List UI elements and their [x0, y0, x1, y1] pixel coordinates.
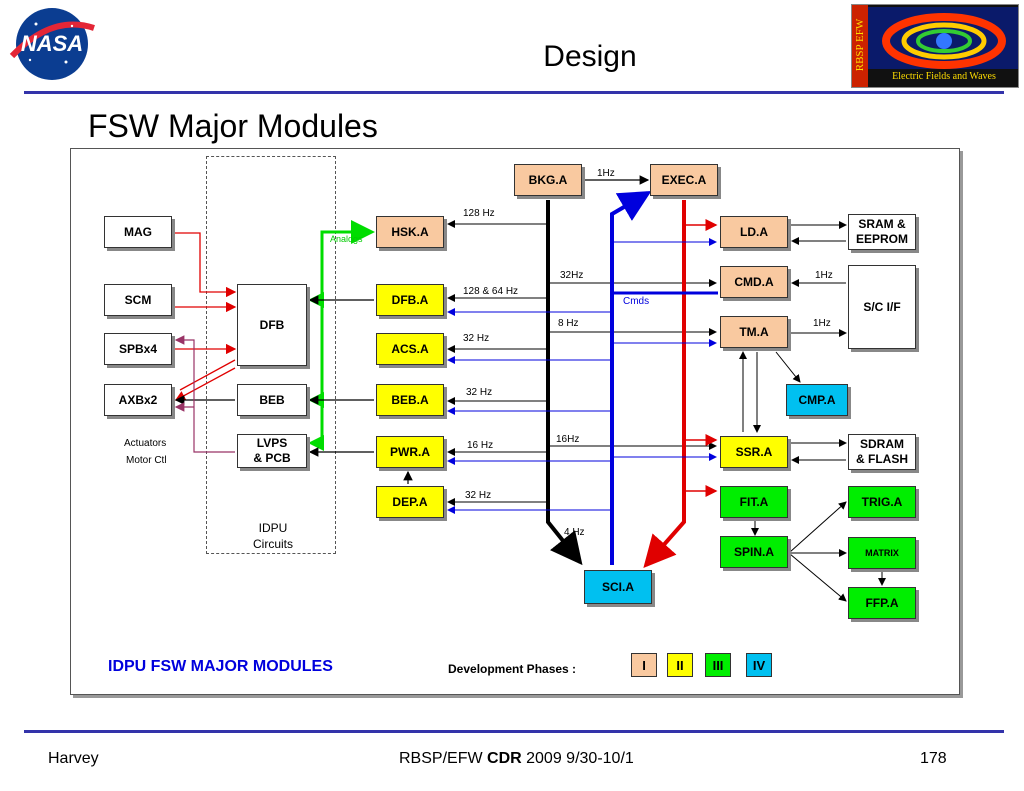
- sci-a-box: SCI.A: [584, 570, 652, 604]
- rate-label-dfb: 128 & 64 Hz: [463, 286, 519, 297]
- footer-center: RBSP/EFW CDR 2009 9/30-10/1: [399, 750, 634, 768]
- dfb-a-box: DFB.A: [376, 284, 444, 316]
- idpu-circuits-label: IDPU Circuits: [252, 521, 293, 551]
- footer-divider: [24, 730, 1004, 733]
- rate-label-tm-scif: 1Hz: [813, 318, 831, 329]
- rate-label-dep: 32 Hz: [465, 490, 492, 501]
- pwr-a-box: PWR.A: [376, 436, 444, 468]
- spb-box: SPBx4: [104, 333, 172, 365]
- rbsp-logo-graphic: [852, 5, 1018, 87]
- page-title: Design: [543, 40, 637, 73]
- axb-box: AXBx2: [104, 384, 172, 416]
- exec-a-box: EXEC.A: [650, 164, 718, 196]
- phase-i-badge: I: [631, 653, 657, 677]
- ffp-a-box: FFP.A: [848, 587, 916, 619]
- phase-iii-badge: III: [705, 653, 731, 677]
- diagram-heading: IDPU FSW MAJOR MODULES: [108, 658, 333, 675]
- sc-if-box: S/C I/F: [848, 265, 916, 349]
- rbsp-efw-logo: RBSP EFW Electric Fields and Waves: [851, 4, 1019, 88]
- hsk-a-box: HSK.A: [376, 216, 444, 248]
- nasa-logo-text: NASA: [20, 31, 84, 56]
- dep-a-box: DEP.A: [376, 486, 444, 518]
- nasa-logo: NASA: [6, 4, 98, 84]
- ld-a-box: LD.A: [720, 216, 788, 248]
- tm-a-box: TM.A: [720, 316, 788, 348]
- rate-label-ssr: 16Hz: [556, 434, 580, 445]
- nasa-logo-graphic: [9, 8, 95, 80]
- rate-label-hsk: 128 Hz: [463, 208, 495, 219]
- development-phases-label: Development Phases :: [448, 662, 577, 676]
- scm-box: SCM: [104, 284, 172, 316]
- acs-a-box: ACS.A: [376, 333, 444, 365]
- cmds-label: Cmds: [623, 296, 650, 307]
- footer-author: Harvey: [48, 750, 99, 767]
- motor-ctl-label: Motor Ctl: [126, 455, 167, 466]
- footer-center-pre: RBSP/EFW: [399, 750, 488, 767]
- sram-eeprom-box: SRAM & EEPROM: [848, 214, 916, 250]
- rate-label-bkg-exec: 1Hz: [597, 168, 615, 179]
- lvps-pcb-box: LVPS & PCB: [237, 434, 307, 468]
- spin-a-box: SPIN.A: [720, 536, 788, 568]
- trig-a-box: TRIG.A: [848, 486, 916, 518]
- sdram-flash-box: SDRAM & FLASH: [848, 434, 916, 470]
- mag-box: MAG: [104, 216, 172, 248]
- rate-label-sci: 4 Hz: [564, 527, 585, 538]
- beb-a-box: BEB.A: [376, 384, 444, 416]
- cmd-a-box: CMD.A: [720, 266, 788, 298]
- rate-label-beb: 32 Hz: [466, 387, 493, 398]
- matrix-box: MATRIX: [848, 537, 916, 569]
- bkg-a-box: BKG.A: [514, 164, 582, 196]
- beb-box: BEB: [237, 384, 307, 416]
- phase-ii-badge: II: [667, 653, 693, 677]
- page-subtitle: FSW Major Modules: [88, 108, 378, 144]
- header-divider: [24, 91, 1004, 94]
- rate-label-tm: 8 Hz: [558, 318, 579, 329]
- rbsp-logo-caption: Electric Fields and Waves: [892, 71, 996, 82]
- footer-center-post: 2009 9/30-10/1: [521, 750, 634, 767]
- rate-label-acs: 32 Hz: [463, 333, 490, 344]
- ssr-a-box: SSR.A: [720, 436, 788, 468]
- fit-a-box: FIT.A: [720, 486, 788, 518]
- diagram-frame: [70, 148, 960, 695]
- rate-label-scif-cmd: 1Hz: [815, 270, 833, 281]
- analogs-label: Analogs: [330, 234, 363, 244]
- footer-center-bold: CDR: [487, 750, 522, 767]
- actuators-label: Actuators: [124, 438, 167, 449]
- cmp-a-box: CMP.A: [786, 384, 848, 416]
- page-number: 178: [920, 750, 947, 767]
- phase-iv-badge: IV: [746, 653, 772, 677]
- rate-label-pwr: 16 Hz: [467, 440, 494, 451]
- idpu-circuits-region: [206, 156, 336, 554]
- rate-label-cmd: 32Hz: [560, 270, 584, 281]
- dfb-box: DFB: [237, 284, 307, 366]
